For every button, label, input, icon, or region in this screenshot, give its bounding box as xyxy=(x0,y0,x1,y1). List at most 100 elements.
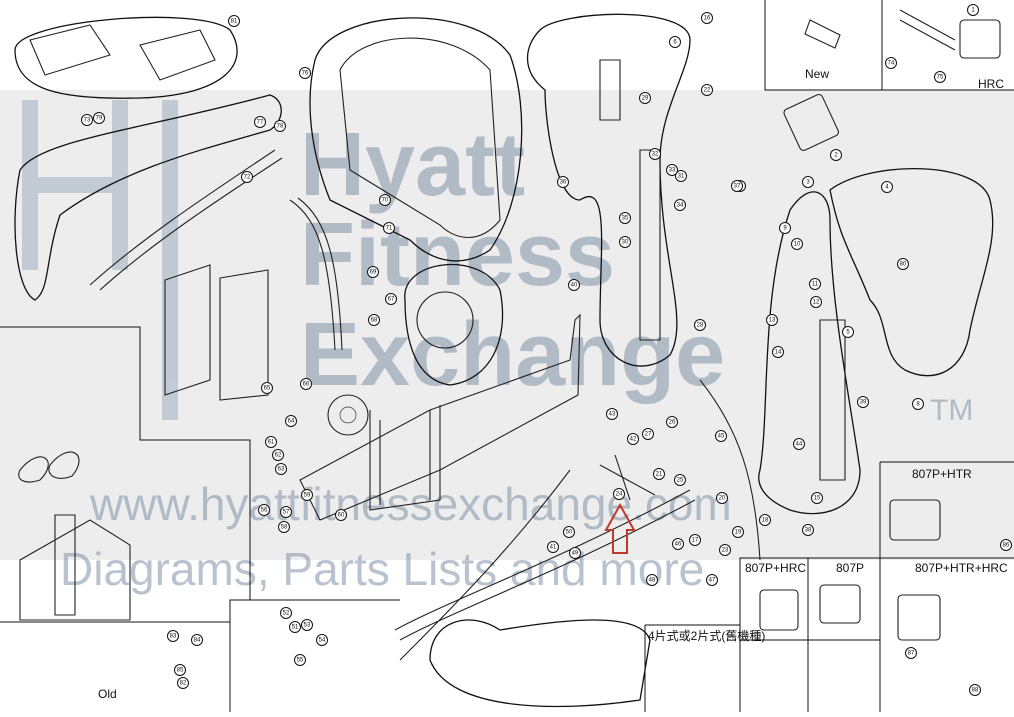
callout-number: 80 xyxy=(900,262,907,268)
callout-69: 69 xyxy=(367,266,379,278)
callout-41: 41 xyxy=(547,541,559,553)
callout-35: 35 xyxy=(619,212,631,224)
callout-52: 52 xyxy=(280,607,292,619)
callout-81: 81 xyxy=(228,15,240,27)
callout-number: 67 xyxy=(388,297,395,303)
callout-number: 88 xyxy=(972,688,979,694)
callout-87: 87 xyxy=(905,647,917,659)
callout-25: 25 xyxy=(674,474,686,486)
callout-65: 65 xyxy=(261,382,273,394)
callout-number: 53 xyxy=(304,623,311,629)
callout-59: 59 xyxy=(301,489,313,501)
callout-47: 47 xyxy=(706,574,718,586)
callout-number: 14 xyxy=(775,350,782,356)
callout-number: 33 xyxy=(669,168,676,174)
callout-56: 56 xyxy=(258,504,270,516)
callout-number: 27 xyxy=(645,432,652,438)
callout-40: 40 xyxy=(568,279,580,291)
callout-number: 50 xyxy=(566,530,573,536)
callout-27: 27 xyxy=(642,428,654,440)
callout-number: 26 xyxy=(669,420,676,426)
label-cn-note: 4片式或2片式(舊機種) xyxy=(648,628,765,643)
callout-36: 36 xyxy=(557,176,569,188)
callout-62: 62 xyxy=(272,449,284,461)
callout-57: 57 xyxy=(280,506,292,518)
callout-number: 30 xyxy=(622,240,629,246)
callout-number: 46 xyxy=(675,542,682,548)
callout-67: 67 xyxy=(385,293,397,305)
callout-number: 35 xyxy=(622,216,629,222)
callout-number: 83 xyxy=(170,634,177,640)
callout-number: 13 xyxy=(769,318,776,324)
callout-58: 58 xyxy=(278,521,290,533)
label-807p-htr: 807P+HTR xyxy=(912,467,972,481)
callout-34: 34 xyxy=(674,199,686,211)
callout-number: 34 xyxy=(677,203,684,209)
callout-9: 9 xyxy=(779,222,791,234)
label-807p: 807P xyxy=(836,561,864,575)
callout-number: 36 xyxy=(560,180,567,186)
callout-number: 44 xyxy=(796,442,803,448)
callout-number: 39 xyxy=(860,400,867,406)
watermark-logo xyxy=(22,100,178,420)
callout-5: 5 xyxy=(842,326,854,338)
callout-number: 17 xyxy=(692,538,699,544)
callout-20: 20 xyxy=(716,492,728,504)
callout-29: 29 xyxy=(639,92,651,104)
callout-60: 60 xyxy=(335,509,347,521)
callout-63: 63 xyxy=(275,463,287,475)
callout-10: 10 xyxy=(791,238,803,250)
callout-6: 6 xyxy=(669,36,681,48)
callout-24: 24 xyxy=(613,488,625,500)
callout-number: 57 xyxy=(283,510,290,516)
callout-number: 8 xyxy=(916,402,920,408)
red-arrow xyxy=(604,502,636,554)
callout-19: 19 xyxy=(732,526,744,538)
callout-38: 38 xyxy=(802,524,814,536)
label-807p-hrc: 807P+HRC xyxy=(745,561,806,575)
callout-82: 82 xyxy=(177,677,189,689)
callout-number: 74 xyxy=(888,61,895,67)
callout-number: 15 xyxy=(814,496,821,502)
callout-number: 61 xyxy=(268,440,275,446)
callout-71: 71 xyxy=(383,222,395,234)
callout-number: 62 xyxy=(275,453,282,459)
callout-number: 49 xyxy=(572,551,579,557)
watermark-tagline: Diagrams, Parts Lists and more xyxy=(60,543,704,595)
callout-45: 45 xyxy=(715,430,727,442)
watermark-line2: Fitness xyxy=(300,205,615,305)
callout-number: 23 xyxy=(722,548,729,554)
callout-number: 65 xyxy=(264,386,271,392)
callout-83: 83 xyxy=(167,630,179,642)
callout-number: 31 xyxy=(678,174,685,180)
callout-39: 39 xyxy=(857,396,869,408)
callout-70: 70 xyxy=(379,194,391,206)
label-807p-htr-hrc: 807P+HTR+HRC xyxy=(915,561,1008,575)
callout-number: 45 xyxy=(718,434,725,440)
callout-number: 79 xyxy=(96,116,103,122)
callout-31: 31 xyxy=(675,170,687,182)
callout-layer: 1234567891011121314151617181920212223242… xyxy=(81,4,1012,696)
callout-13: 13 xyxy=(766,314,778,326)
callout-number: 68 xyxy=(371,318,378,324)
callout-73: 73 xyxy=(81,114,93,126)
callout-number: 25 xyxy=(677,478,684,484)
callout-16: 16 xyxy=(701,12,713,24)
callout-30: 30 xyxy=(619,236,631,248)
callout-number: 16 xyxy=(704,16,711,22)
callout-55: 55 xyxy=(294,654,306,666)
callout-51: 51 xyxy=(289,621,301,633)
callout-32: 32 xyxy=(649,148,661,160)
callout-number: 77 xyxy=(257,120,264,126)
callout-number: 81 xyxy=(231,19,238,25)
label-old: Old xyxy=(98,687,117,701)
callout-number: 38 xyxy=(805,528,812,534)
callout-number: 9 xyxy=(783,226,787,232)
callout-number: 43 xyxy=(609,412,616,418)
callout-11: 11 xyxy=(809,278,821,290)
callout-number: 78 xyxy=(277,124,284,130)
callout-66: 66 xyxy=(300,378,312,390)
callout-number: 32 xyxy=(652,152,659,158)
callout-number: 19 xyxy=(735,530,742,536)
